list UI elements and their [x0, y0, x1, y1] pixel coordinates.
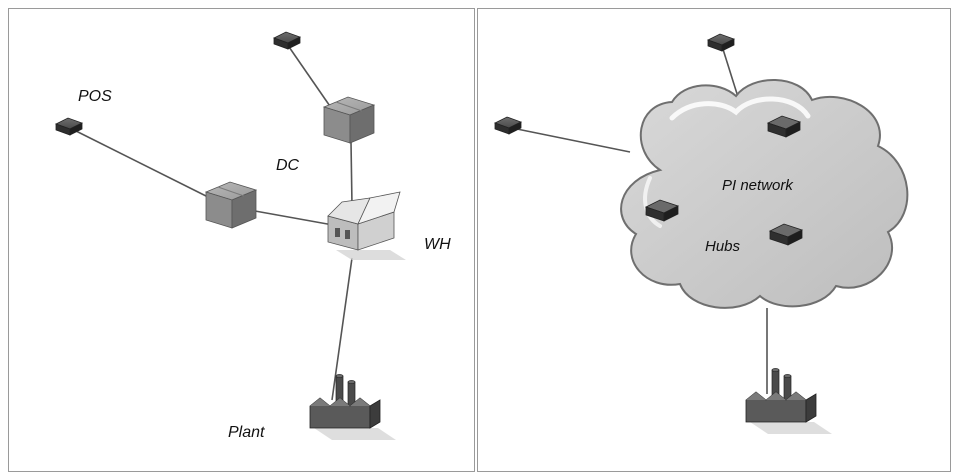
- pos-terminal-icon: [273, 31, 301, 50]
- right-panel-frame: [477, 8, 951, 472]
- right-links: [511, 45, 768, 394]
- label-dc: DC: [276, 157, 300, 174]
- distribution-box-icon: [323, 96, 375, 144]
- link-box-wh: [254, 210, 334, 226]
- label-pi-network: PI network: [722, 177, 794, 194]
- factory-icon: [309, 373, 397, 441]
- cloud-icon: [620, 79, 909, 309]
- link-wh-plant: [331, 257, 353, 401]
- label-pos: POS: [78, 88, 112, 105]
- link-device-top-cloud: [721, 45, 739, 98]
- distribution-box-icon: [205, 181, 257, 229]
- factory-icon: [745, 367, 833, 435]
- link-dc-wh: [350, 141, 353, 207]
- link-device-left-cloud: [511, 127, 631, 153]
- label-wh: WH: [424, 236, 451, 253]
- left-links: [73, 43, 353, 401]
- warehouse-icon: [327, 191, 406, 260]
- label-hubs: Hubs: [705, 238, 741, 255]
- pos-terminal-icon: [707, 33, 735, 52]
- link-pos-box: [73, 129, 211, 199]
- left-panel: POS DC WH Plant: [55, 31, 451, 441]
- right-panel: PI network Hubs: [494, 33, 909, 435]
- left-panel-frame: [8, 8, 475, 472]
- label-plant: Plant: [228, 424, 265, 441]
- link-device-top-dc: [286, 43, 335, 113]
- pos-terminal-icon: [494, 116, 522, 135]
